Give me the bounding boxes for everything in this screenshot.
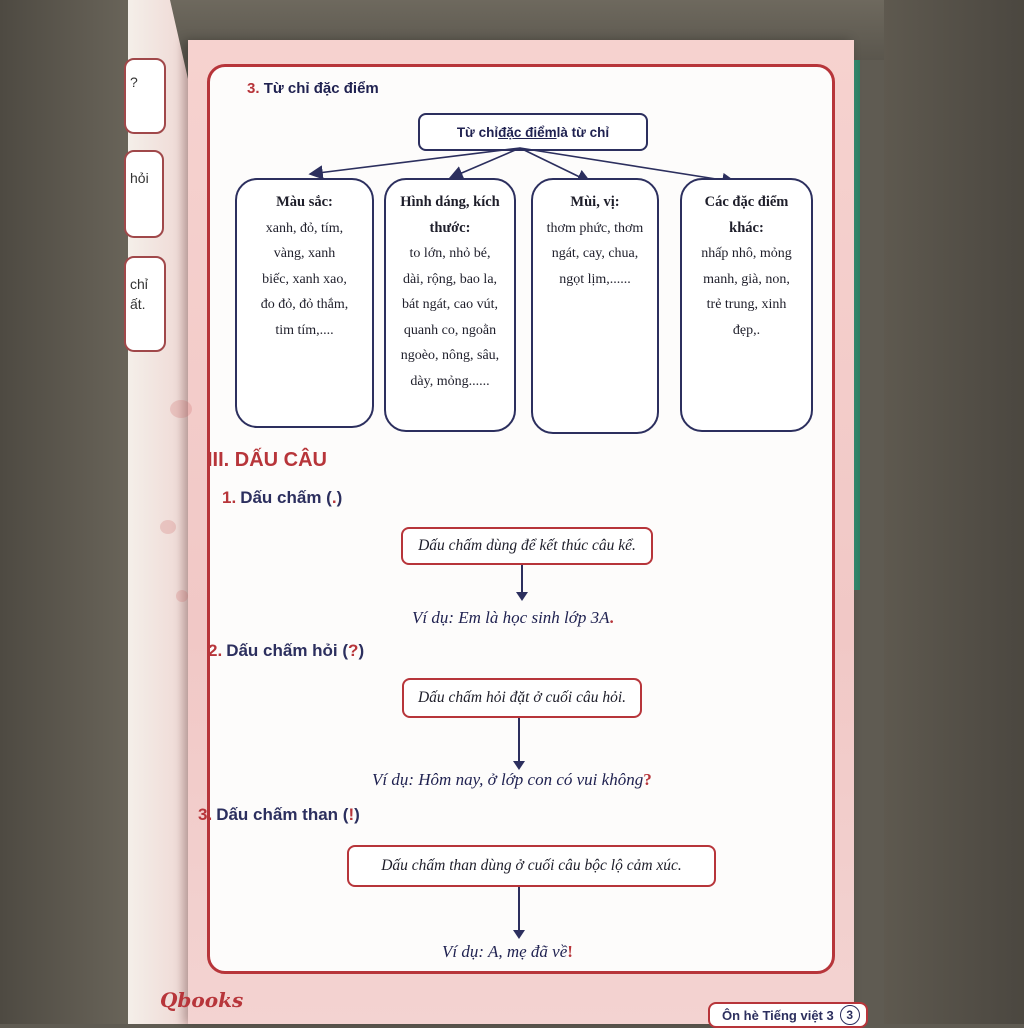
arrow-line	[518, 718, 520, 762]
punctuation-heading: 3.Dấu chấm than (!)	[198, 805, 360, 825]
example-end-mark: !	[567, 942, 573, 961]
category-body: nhấp nhô, mỏng manh, già, non, trẻ trung…	[682, 241, 811, 343]
heading-text-end: )	[358, 641, 364, 660]
category-body: to lớn, nhỏ bé, dài, rộng, bao la, bát n…	[386, 241, 514, 394]
rule-box: Dấu chấm dùng để kết thúc câu kể.	[401, 527, 653, 565]
example-sentence: Ví dụ: A, mẹ đã về!	[442, 942, 573, 962]
arrow-head	[516, 592, 528, 601]
punctuation-heading: 1.Dấu chấm (.)	[222, 488, 342, 508]
category-title: Các đặc điểm khác:	[682, 190, 811, 241]
publisher-logo: Qbooks	[160, 988, 243, 1012]
item-number: 1.	[222, 488, 236, 507]
category-title: Mùi, vị:	[533, 190, 657, 216]
heading-text: Dấu chấm than (	[216, 805, 348, 824]
example-end-mark: .	[609, 608, 613, 627]
page-number: 3	[840, 1005, 860, 1025]
example-sentence: Ví dụ: Em là học sinh lớp 3A.	[412, 608, 614, 628]
connector-arrow	[520, 148, 735, 182]
example-text: Ví dụ: Hôm nay, ở lớp con có vui không	[372, 770, 643, 789]
footer-badge: Ôn hè Tiếng việt 3 3	[708, 1002, 868, 1028]
rule-box: Dấu chấm than dùng ở cuối câu bộc lộ cảm…	[347, 845, 716, 887]
arrow-line	[521, 565, 523, 593]
heading-text: Dấu chấm (	[240, 488, 332, 507]
example-text: Ví dụ: Em là học sinh lớp 3A	[412, 608, 609, 627]
part-heading: III. DẤU CÂU	[207, 449, 327, 472]
rule-box: Dấu chấm hỏi đặt ở cuối câu hỏi.	[402, 678, 642, 718]
heading-text-end: )	[354, 805, 360, 824]
item-number: 3.	[198, 805, 212, 824]
book-title: Ôn hè Tiếng việt 3	[722, 1008, 834, 1023]
arrow-head	[513, 930, 525, 939]
punctuation-mark: ?	[348, 641, 358, 660]
category-body: xanh, đỏ, tím, vàng, xanh biếc, xanh xao…	[237, 216, 372, 344]
example-end-mark: ?	[643, 770, 652, 789]
item-number: 2.	[208, 641, 222, 660]
heading-text: Dấu chấm hỏi (	[226, 641, 348, 660]
arrow-line	[518, 887, 520, 931]
category-box: Các đặc điểm khác: nhấp nhô, mỏng manh, …	[680, 178, 813, 432]
heading-text-end: )	[337, 488, 343, 507]
category-body: thơm phức, thơm ngát, cay, chua, ngọt lị…	[533, 216, 657, 293]
category-title: Hình dáng, kích thước:	[386, 190, 514, 241]
example-sentence: Ví dụ: Hôm nay, ở lớp con có vui không?	[372, 770, 652, 790]
punctuation-heading: 2.Dấu chấm hỏi (?)	[208, 641, 364, 661]
category-box: Hình dáng, kích thước: to lớn, nhỏ bé, d…	[384, 178, 516, 432]
arrow-head	[513, 761, 525, 770]
category-box: Màu sắc: xanh, đỏ, tím, vàng, xanh biếc,…	[235, 178, 374, 428]
example-text: Ví dụ: A, mẹ đã về	[442, 942, 567, 961]
category-box: Mùi, vị: thơm phức, thơm ngát, cay, chua…	[531, 178, 659, 434]
category-title: Màu sắc:	[237, 190, 372, 216]
